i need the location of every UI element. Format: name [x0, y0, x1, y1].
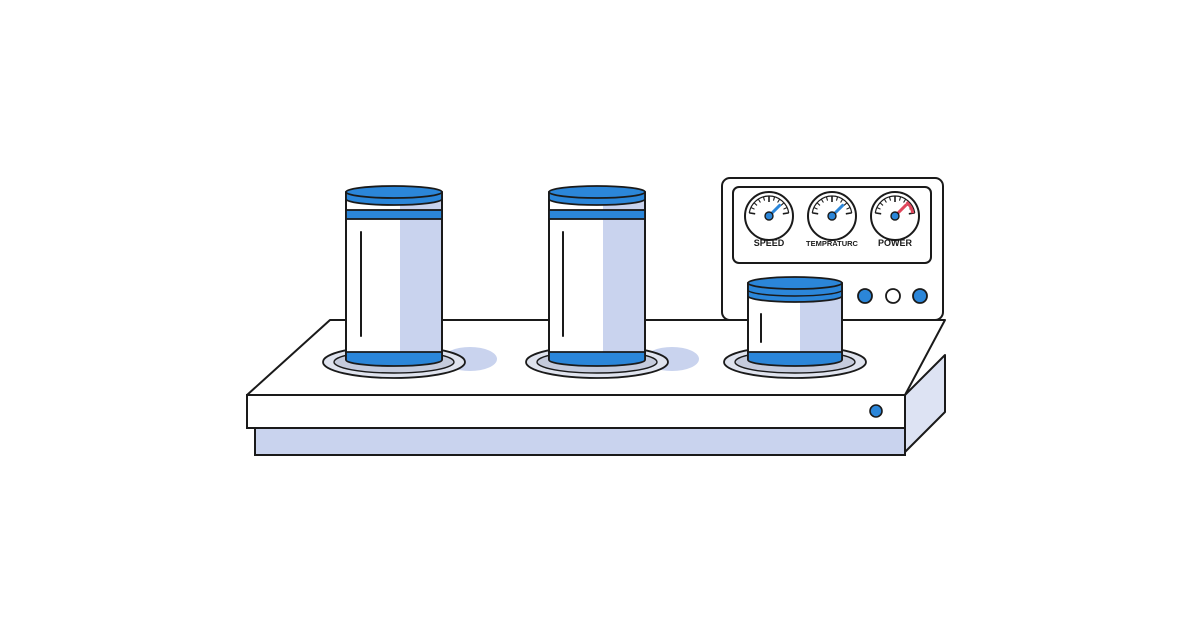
canister-3-lid — [747, 276, 843, 290]
gauge-label: SPEED — [754, 238, 785, 248]
canister-1-shade — [400, 192, 442, 360]
gauge-label: POWER — [878, 238, 913, 248]
base-front-face — [246, 394, 906, 429]
canister-2[interactable] — [548, 185, 646, 367]
gauge-tick — [816, 202, 821, 206]
gauge-2: TEMPRATURC — [806, 191, 859, 248]
gauge-tick — [843, 202, 848, 206]
gauge-tick — [757, 198, 761, 203]
gauge-tick — [812, 212, 819, 215]
gauge-tick — [813, 206, 818, 210]
gauge-tick — [825, 196, 829, 201]
gauge-arc — [748, 195, 790, 213]
gauge-arc — [874, 195, 916, 213]
gauge-tick — [777, 198, 781, 203]
gauge-tick — [879, 202, 884, 206]
indicator-light-3[interactable] — [912, 288, 928, 304]
indicator-light-1[interactable] — [857, 288, 873, 304]
gauge-tick — [845, 212, 852, 215]
gauge-tick — [753, 202, 758, 206]
gauge-tick — [903, 198, 907, 203]
gauge-tick — [888, 196, 892, 201]
canister-2-bottom-band — [548, 351, 646, 367]
gauge-tick — [840, 198, 844, 203]
indicator-light-2[interactable] — [885, 288, 901, 304]
gauge-tick — [782, 212, 789, 215]
canister-3-lid-line — [747, 289, 843, 297]
gauge-tick — [820, 198, 824, 203]
gauge-tick — [846, 206, 851, 210]
canister-1-lid — [345, 185, 443, 199]
gauge-tick — [772, 196, 776, 201]
gauge-tick — [875, 212, 882, 215]
gauge-tick — [780, 202, 785, 206]
gauge-red-zone — [905, 200, 915, 214]
canister-3[interactable] — [747, 276, 843, 367]
gauge-label: TEMPRATURC — [806, 239, 859, 248]
gauge-hub — [764, 211, 774, 221]
canister-2-shade — [603, 192, 645, 360]
gauge-tick — [750, 206, 755, 210]
canister-1[interactable] — [345, 185, 443, 367]
gauge-tick — [876, 206, 881, 210]
canister-3-bottom-band — [747, 351, 843, 367]
gauge-tick — [783, 206, 788, 210]
base-lower-slab — [254, 427, 906, 456]
gauge-tick — [835, 196, 839, 201]
gauge-hub — [827, 211, 837, 221]
gauge-tick — [749, 212, 756, 215]
canister-1-bottom-band — [345, 351, 443, 367]
canister-2-band — [548, 209, 646, 220]
gauges: SPEED TEMPRATURC POWER — [744, 191, 920, 248]
canister-1-band — [345, 209, 443, 220]
power-indicator-light — [869, 404, 883, 418]
gauge-tick — [762, 196, 766, 201]
gauge-arc — [811, 195, 853, 213]
gauge-1: SPEED — [744, 191, 794, 248]
canister-2-lid — [548, 185, 646, 199]
gauge-3: POWER — [870, 191, 920, 248]
gauge-tick — [898, 196, 902, 201]
gauge-hub — [890, 211, 900, 221]
gauge-tick — [883, 198, 887, 203]
